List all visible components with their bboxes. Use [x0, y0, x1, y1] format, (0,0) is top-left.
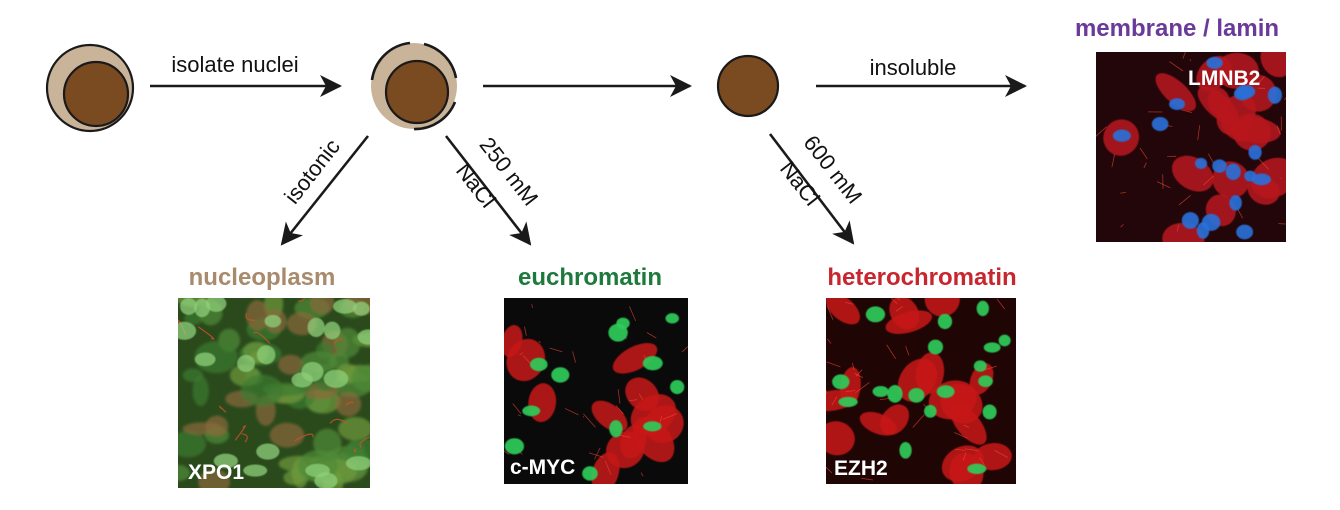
- salt-250-arrow: [444, 135, 532, 246]
- heterochromatin-micrograph: [826, 298, 1016, 484]
- whole-cell-icon: [45, 43, 135, 133]
- heterochromatin-title: heterochromatin: [827, 264, 1016, 291]
- isolate-label: isolate nuclei: [171, 52, 298, 77]
- salt-600-arrow: [768, 133, 855, 245]
- euchromatin-title: euchromatin: [518, 264, 662, 291]
- ezh2-marker-label: EZH2: [834, 457, 888, 480]
- lmnb2-marker-label: LMNB2: [1188, 67, 1260, 90]
- chromatin-nucleus-icon: [716, 54, 780, 118]
- isolated-nucleus-icon: [370, 41, 458, 131]
- nucleoplasm-micrograph: [178, 298, 370, 488]
- isotonic-label: isotonic: [279, 134, 345, 208]
- cmyc-marker-label: c-MYC: [510, 456, 575, 479]
- nucleoplasm-title: nucleoplasm: [189, 264, 336, 291]
- insoluble-label: insoluble: [870, 55, 957, 80]
- xpo1-marker-label: XPO1: [188, 461, 244, 484]
- membrane-lamin-title: membrane / lamin: [1075, 15, 1279, 42]
- euchromatin-micrograph: [504, 298, 688, 484]
- isotonic-arrow: [280, 135, 370, 246]
- membrane-micrograph: [1096, 52, 1286, 242]
